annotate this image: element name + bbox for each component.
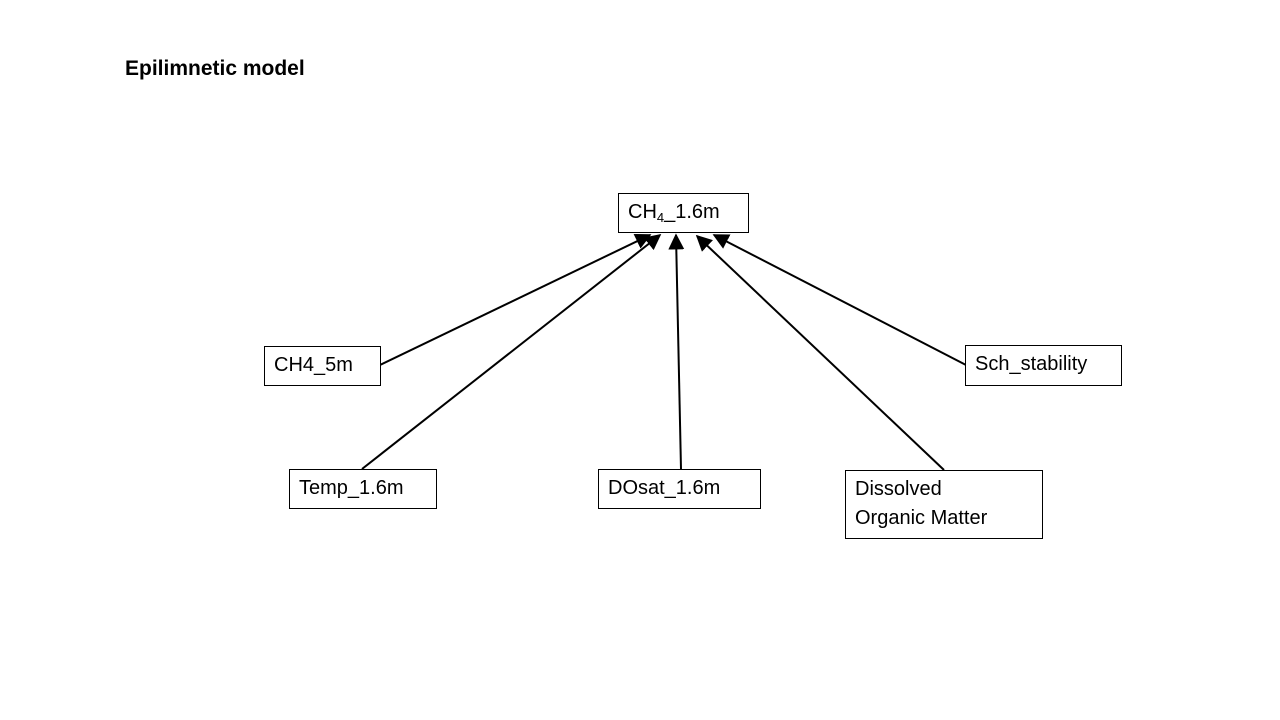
node-dissolved-organic-matter: Dissolved Organic Matter <box>845 470 1043 539</box>
node-ch4-1-6m-suffix: _1.6m <box>664 201 720 223</box>
node-ch4-1-6m-subscript: 4 <box>656 210 665 225</box>
diagram-title: Epilimnetic model <box>125 57 305 80</box>
edge-sch-stability-to-target <box>712 234 967 366</box>
node-ch4-1-6m-base: CH <box>628 201 657 223</box>
edge-dosat-to-target <box>668 233 685 470</box>
node-sch-stability: Sch_stability <box>965 345 1122 386</box>
edge-ch4-5m-to-target <box>379 234 652 366</box>
node-temp-1-6m: Temp_1.6m <box>289 469 437 509</box>
edge-dom-to-target <box>695 234 945 471</box>
node-ch4-5m: CH4_5m <box>264 346 381 386</box>
node-dosat-1-6m: DOsat_1.6m <box>598 469 761 509</box>
node-ch4-1-6m: CH4_1.6m <box>618 193 749 233</box>
node-dom-line-2: Organic Matter <box>855 507 988 529</box>
edge-temp-to-target <box>361 234 662 470</box>
node-dom-line-1: Dissolved <box>855 478 942 500</box>
